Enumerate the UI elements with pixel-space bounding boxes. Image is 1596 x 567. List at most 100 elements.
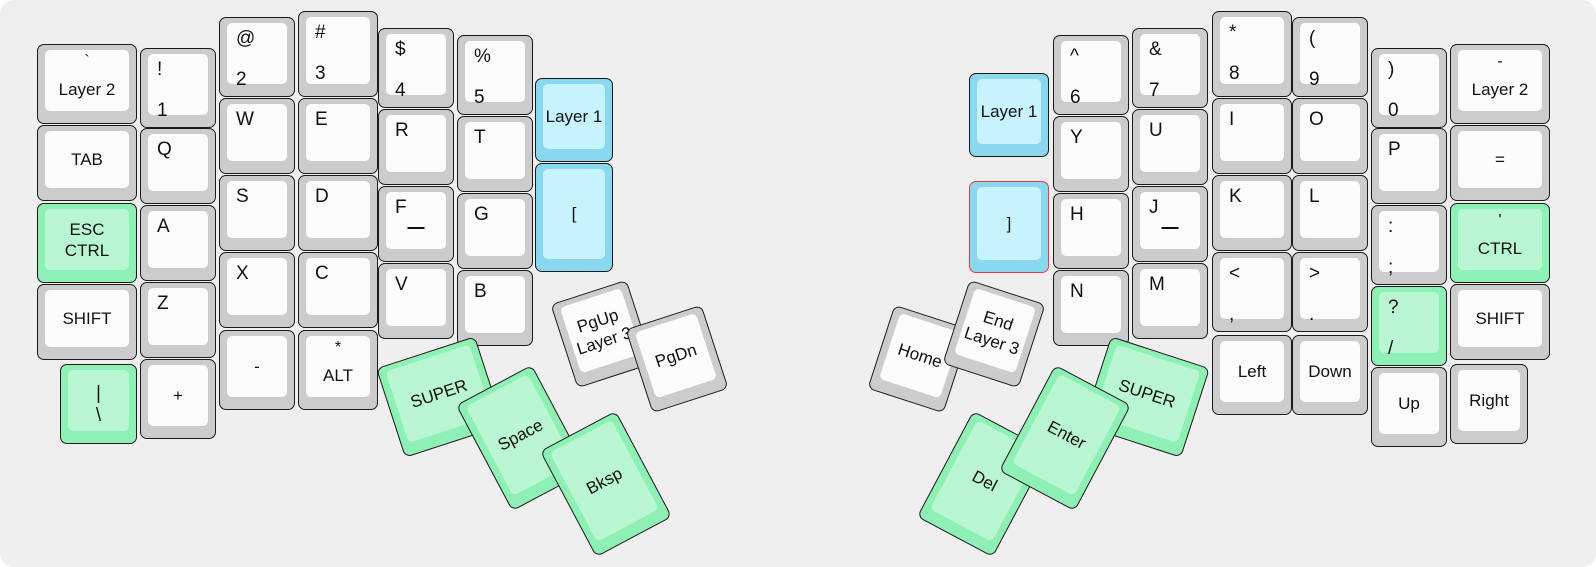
key-l-w[interactable]: W bbox=[219, 98, 295, 174]
key-l-g[interactable]: G bbox=[457, 193, 533, 269]
key-l-grave-layer2[interactable]: `Layer 2 bbox=[37, 44, 137, 124]
key-l-pgdn[interactable]: PgDn bbox=[625, 304, 729, 414]
legend-top-left: ! bbox=[157, 59, 163, 80]
key-l-plus[interactable]: + bbox=[140, 359, 216, 439]
key-r-period[interactable]: >. bbox=[1292, 252, 1368, 332]
legend-center: - bbox=[254, 356, 260, 376]
key-l-b[interactable]: B bbox=[457, 270, 533, 346]
key-l-1[interactable]: !1 bbox=[140, 48, 216, 128]
keycap-face: A bbox=[148, 211, 208, 268]
key-r-y[interactable]: Y bbox=[1053, 116, 1129, 192]
key-r-comma[interactable]: <, bbox=[1212, 252, 1292, 332]
key-r-slash[interactable]: ?/ bbox=[1371, 286, 1447, 366]
keycap-face: E bbox=[306, 104, 370, 161]
key-r-equal[interactable]: = bbox=[1450, 125, 1550, 201]
legend-backslash: \ bbox=[95, 405, 102, 426]
key-r-9[interactable]: (9 bbox=[1292, 17, 1368, 97]
key-l-star-alt[interactable]: *ALT bbox=[298, 330, 378, 410]
key-l-lbracket[interactable]: [ bbox=[535, 163, 613, 272]
keycap-face: J bbox=[1140, 192, 1200, 249]
key-r-k[interactable]: K bbox=[1212, 175, 1292, 251]
keycap-face: U bbox=[1140, 115, 1200, 172]
key-r-up[interactable]: Up bbox=[1371, 367, 1447, 447]
key-r-0[interactable]: )0 bbox=[1371, 48, 1447, 128]
keycap-face: W bbox=[227, 104, 287, 161]
key-r-7[interactable]: &7 bbox=[1132, 28, 1208, 108]
legend-top-left: : bbox=[1388, 216, 1394, 237]
key-l-s[interactable]: S bbox=[219, 175, 295, 251]
legend-top-left: H bbox=[1070, 204, 1084, 225]
legend-top-left: ? bbox=[1388, 297, 1399, 318]
key-r-j[interactable]: J bbox=[1132, 186, 1208, 262]
key-l-t[interactable]: T bbox=[457, 116, 533, 192]
key-r-l[interactable]: L bbox=[1292, 175, 1368, 251]
legend-top-left: ( bbox=[1309, 28, 1316, 49]
legend-bottom-left: 5 bbox=[474, 87, 485, 108]
key-r-semicolon[interactable]: :; bbox=[1371, 205, 1447, 285]
legend-center: Home bbox=[895, 339, 945, 372]
key-l-r[interactable]: R bbox=[378, 109, 454, 185]
keycap-face: >. bbox=[1300, 258, 1360, 324]
key-l-pipe[interactable]: |\ bbox=[60, 364, 137, 444]
key-l-q[interactable]: Q bbox=[140, 128, 216, 204]
key-l-esc-ctrl[interactable]: ESC CTRL bbox=[37, 203, 137, 283]
keycap-face: !1 bbox=[148, 54, 208, 120]
key-r-down[interactable]: Down bbox=[1292, 335, 1368, 415]
keycap-face: 'CTRL bbox=[1458, 209, 1542, 270]
legend-top-left: V bbox=[395, 274, 408, 295]
key-l-shift[interactable]: SHIFT bbox=[37, 284, 137, 360]
legend-bottom-left: / bbox=[1388, 338, 1394, 359]
legend-top-left: B bbox=[474, 281, 487, 302]
keycap-face: )0 bbox=[1379, 54, 1439, 120]
keycap-face: Up bbox=[1379, 373, 1439, 434]
key-l-minus[interactable]: - bbox=[219, 330, 295, 410]
legend-top-left: E bbox=[315, 109, 328, 130]
key-r-quote-ctrl[interactable]: 'CTRL bbox=[1450, 203, 1550, 283]
key-l-4[interactable]: $4 bbox=[378, 28, 454, 108]
key-r-i[interactable]: I bbox=[1212, 98, 1292, 174]
key-r-6[interactable]: ^6 bbox=[1053, 35, 1129, 115]
key-l-layer1[interactable]: Layer 1 bbox=[535, 78, 613, 162]
key-r-o[interactable]: O bbox=[1292, 98, 1368, 174]
legend-top-center: ' bbox=[1498, 212, 1502, 229]
key-l-2[interactable]: @2 bbox=[219, 17, 295, 97]
legend-center: Enter bbox=[1044, 416, 1090, 453]
legend-bottom-left: 4 bbox=[395, 80, 406, 101]
key-r-end-layer3[interactable]: End Layer 3 bbox=[942, 279, 1046, 389]
key-r-minus-layer2[interactable]: -Layer 2 bbox=[1450, 44, 1550, 124]
legend-top-center: * bbox=[334, 339, 342, 356]
key-r-left[interactable]: Left bbox=[1212, 335, 1292, 415]
key-r-p[interactable]: P bbox=[1371, 128, 1447, 204]
key-r-u[interactable]: U bbox=[1132, 109, 1208, 185]
key-r-m[interactable]: M bbox=[1132, 263, 1208, 339]
legend-bottom-left: 9 bbox=[1309, 69, 1320, 90]
key-r-right[interactable]: Right bbox=[1450, 364, 1528, 444]
legend-bottom-left: 3 bbox=[315, 63, 326, 84]
legend-top-center: ` bbox=[84, 53, 90, 70]
keycap-face: X bbox=[227, 258, 287, 315]
key-l-e[interactable]: E bbox=[298, 98, 378, 174]
key-r-layer1[interactable]: Layer 1 bbox=[969, 73, 1049, 157]
legend-center: PgDn bbox=[652, 339, 699, 371]
keycap-face: O bbox=[1300, 104, 1360, 161]
key-l-z[interactable]: Z bbox=[140, 282, 216, 358]
key-l-3[interactable]: #3 bbox=[298, 11, 378, 97]
key-l-x[interactable]: X bbox=[219, 252, 295, 328]
key-l-a[interactable]: A bbox=[140, 205, 216, 281]
key-r-rbracket[interactable]: ] bbox=[969, 181, 1049, 273]
keycap-face: V bbox=[386, 269, 446, 326]
keycap-face: Q bbox=[148, 134, 208, 191]
key-r-shift[interactable]: SHIFT bbox=[1450, 284, 1550, 360]
legend-top-left: I bbox=[1229, 109, 1235, 130]
key-l-f[interactable]: F bbox=[378, 186, 454, 262]
key-l-tab[interactable]: TAB bbox=[37, 125, 137, 201]
key-l-v[interactable]: V bbox=[378, 263, 454, 339]
legend-bottom-left: 6 bbox=[1070, 87, 1081, 108]
key-l-d[interactable]: D bbox=[298, 175, 378, 251]
key-l-c[interactable]: C bbox=[298, 252, 378, 328]
key-r-h[interactable]: H bbox=[1053, 193, 1129, 269]
key-l-5[interactable]: %5 bbox=[457, 35, 533, 115]
key-r-n[interactable]: N bbox=[1053, 270, 1129, 346]
keycap-face: K bbox=[1220, 181, 1284, 238]
key-r-8[interactable]: *8 bbox=[1212, 11, 1292, 97]
